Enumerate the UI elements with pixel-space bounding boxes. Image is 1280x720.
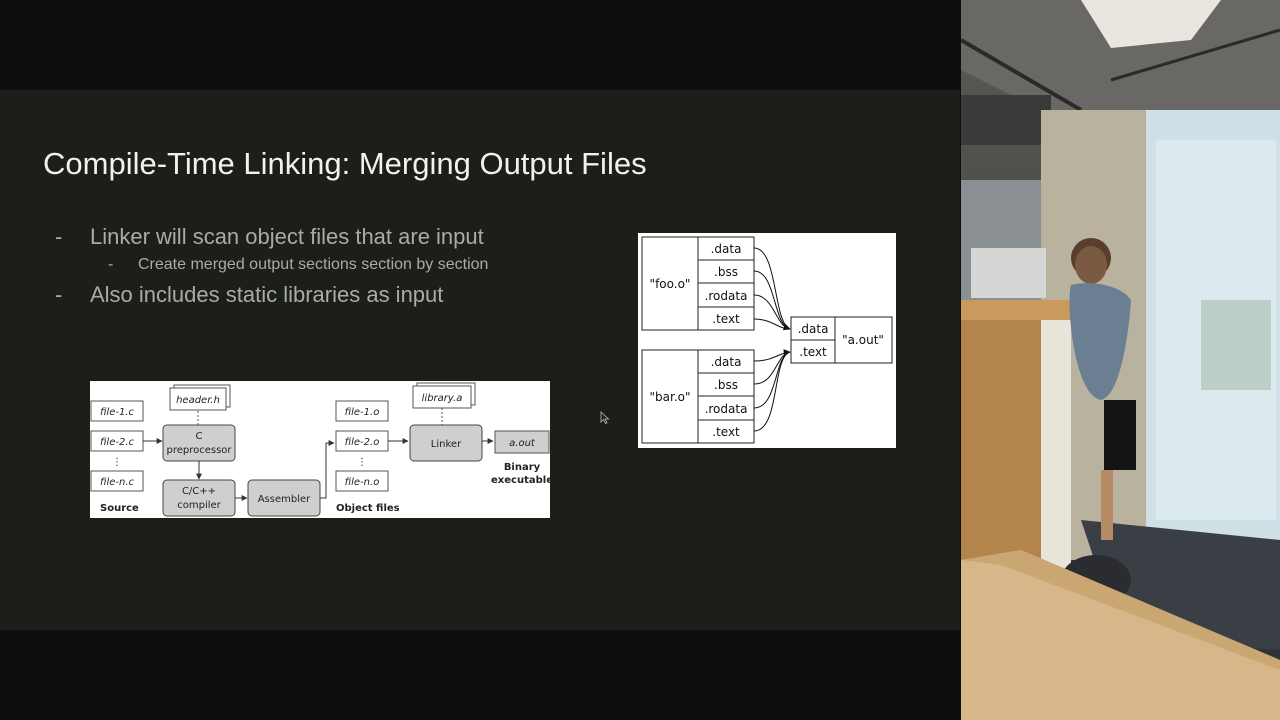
- section-label: .text: [799, 345, 827, 359]
- speaker-video-feed: [961, 0, 1280, 720]
- bullet-text: Linker will scan object files that are i…: [90, 224, 484, 249]
- header-file-label: header.h: [176, 395, 220, 406]
- preprocessor-label: preprocessor: [166, 445, 232, 456]
- section-label: .data: [711, 355, 742, 369]
- source-file: file-1.c: [100, 407, 135, 418]
- linker-label: Linker: [431, 439, 462, 450]
- object-file: file-1.o: [345, 407, 380, 418]
- bullet-text: Create merged output sections section by…: [138, 256, 489, 273]
- mouse-cursor-icon: [600, 411, 610, 425]
- binary-label: Binary: [504, 462, 541, 473]
- bullet-dash: -: [55, 224, 63, 249]
- bullet-item: - Linker will scan object files that are…: [55, 224, 488, 254]
- compiler-label: compiler: [177, 500, 221, 511]
- object-file: file-2.o: [345, 437, 380, 448]
- output-file-label: a.out: [509, 438, 536, 449]
- section-label: .data: [798, 322, 829, 336]
- compile-pipeline-svg: header.h file-1.c file-2.c ⋮ file-n.c So…: [90, 382, 553, 517]
- speaker-video-frame: [961, 0, 1280, 720]
- binary-label: executable: [491, 475, 550, 486]
- object-name: "foo.o": [650, 277, 691, 291]
- ellipsis: ⋮: [112, 457, 122, 468]
- section-merge-svg: "foo.o" .data .bss .rodata .text "bar.o"…: [641, 236, 893, 444]
- bullet-text: Also includes static libraries as input: [90, 282, 444, 307]
- compiler-label: C/C++: [182, 486, 216, 497]
- assembler-label: Assembler: [258, 494, 311, 505]
- section-label: .bss: [714, 378, 738, 392]
- output-name: "a.out": [842, 333, 884, 347]
- preprocessor-label: C: [196, 431, 203, 442]
- ellipsis: ⋮: [357, 457, 367, 468]
- source-file: file-n.c: [100, 477, 135, 488]
- sub-bullet-item: - Create merged output sections section …: [55, 254, 488, 282]
- bullet-dash: -: [108, 256, 114, 273]
- presentation-slide: Compile-Time Linking: Merging Output Fil…: [0, 90, 960, 630]
- object-files-label: Object files: [336, 503, 400, 514]
- section-merge-diagram: "foo.o" .data .bss .rodata .text "bar.o"…: [638, 233, 896, 448]
- library-file-label: library.a: [422, 393, 463, 404]
- source-label: Source: [100, 503, 139, 514]
- source-file: file-2.c: [100, 437, 135, 448]
- slide-title: Compile-Time Linking: Merging Output Fil…: [43, 146, 647, 181]
- object-name: "bar.o": [650, 390, 691, 404]
- bullet-item: - Also includes static libraries as inpu…: [55, 282, 488, 312]
- section-label: .rodata: [705, 289, 748, 303]
- compile-pipeline-diagram: header.h file-1.c file-2.c ⋮ file-n.c So…: [90, 381, 553, 518]
- object-file: file-n.o: [345, 477, 380, 488]
- section-label: .data: [711, 242, 742, 256]
- section-label: .bss: [714, 265, 738, 279]
- bullet-list: - Linker will scan object files that are…: [55, 224, 488, 312]
- bullet-dash: -: [55, 282, 63, 307]
- section-label: .text: [712, 312, 740, 326]
- section-label: .text: [712, 425, 740, 439]
- section-label: .rodata: [705, 402, 748, 416]
